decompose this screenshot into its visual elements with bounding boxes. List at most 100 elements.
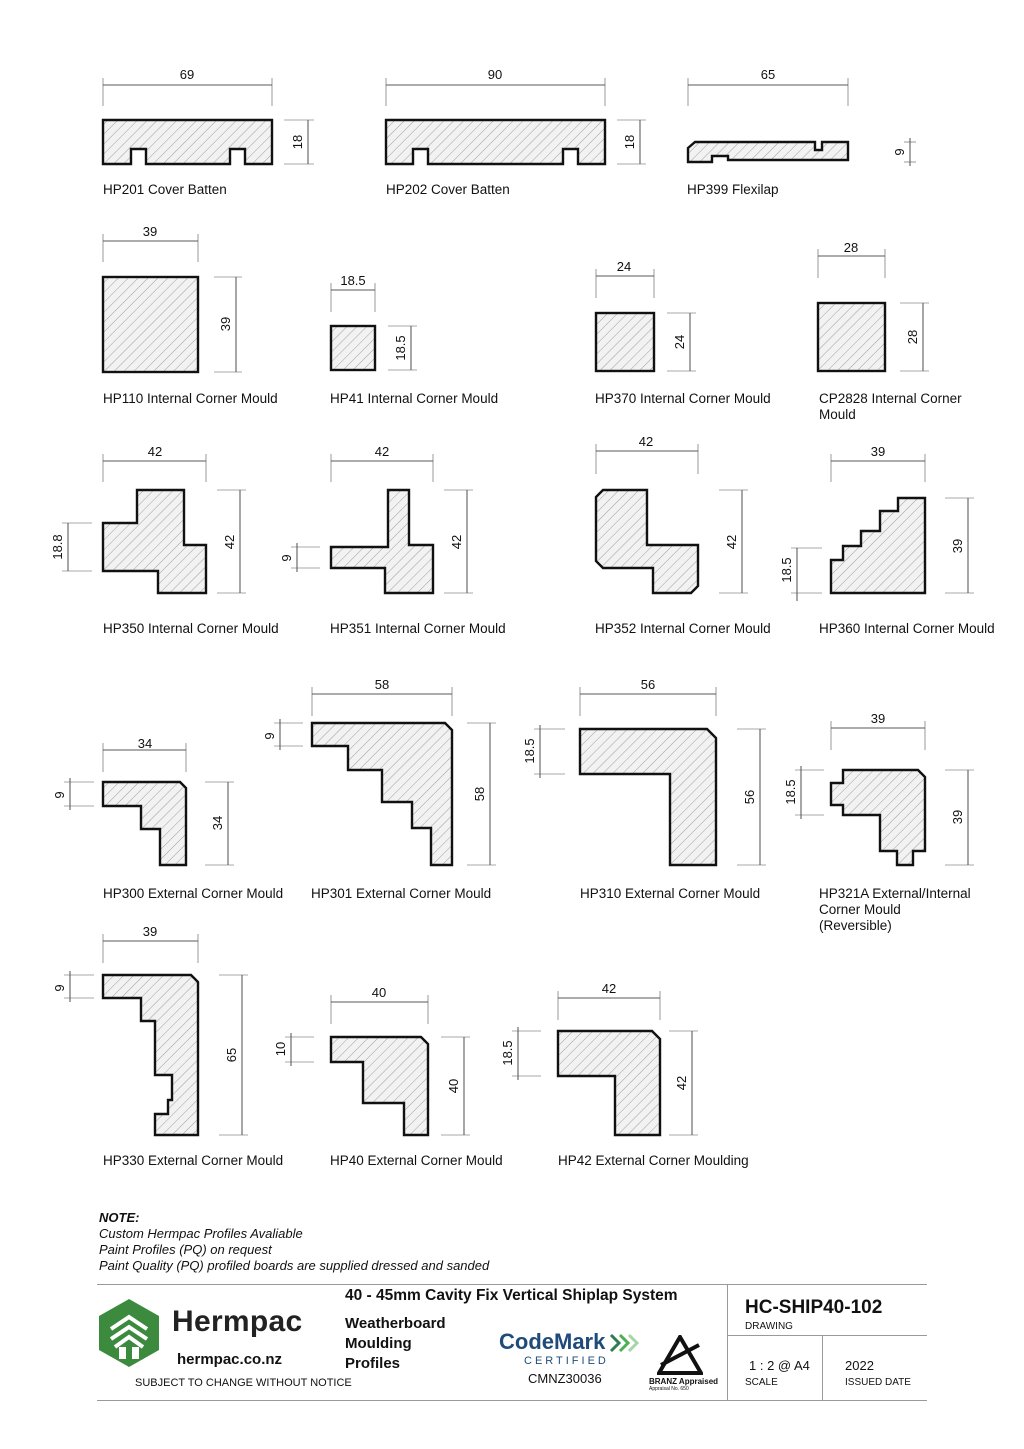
title-block-divider <box>727 1285 728 1400</box>
dim-width-hp330: 39 <box>143 924 157 939</box>
profile-label-hp360: HP360 Internal Corner Mould <box>819 621 995 636</box>
profile-shape-hp352 <box>594 488 700 595</box>
dim-height-cp2828: 28 <box>905 330 920 344</box>
issued-date-label: ISSUED DATE <box>845 1377 911 1388</box>
dim-width-hp310: 56 <box>641 677 655 692</box>
note-line: Paint Quality (PQ) profiled boards are s… <box>99 1258 490 1273</box>
scale-value: 1 : 2 @ A4 <box>749 1358 810 1373</box>
dim-width-cp2828: 28 <box>844 240 858 255</box>
dim-width-hp42: 42 <box>602 981 616 996</box>
profile-shape-hp370 <box>594 311 656 373</box>
drawing-label: DRAWING <box>745 1321 793 1332</box>
issued-date-value: 2022 <box>845 1358 874 1373</box>
codemark-chevrons-icon <box>609 1333 639 1353</box>
profile-shape-hp41 <box>329 324 377 372</box>
dim-width-hp41: 18.5 <box>340 273 365 288</box>
dim-width-hp110: 39 <box>143 224 157 239</box>
branz-logo-icon <box>657 1335 703 1375</box>
profile-label-hp351: HP351 Internal Corner Mould <box>330 621 506 636</box>
profile-label-cp2828: CP2828 Internal Corner <box>819 391 962 406</box>
codemark-logo: CodeMark <box>499 1329 606 1354</box>
dim-height-hp351: 42 <box>449 535 464 549</box>
dim-flange-hp321a: 18.5 <box>783 779 798 804</box>
dim-flange-hp310: 18.5 <box>522 738 537 763</box>
dim-flange-hp330: 9 <box>52 984 67 991</box>
system-title: 40 - 45mm Cavity Fix Vertical Shiplap Sy… <box>345 1287 678 1304</box>
profile-hp310: 56 56 18.5 HP310 External Corner Mould <box>522 677 766 901</box>
dim-width-hp351: 42 <box>375 444 389 459</box>
dim-flange-hp350: 18.8 <box>50 534 65 559</box>
dim-width-hp350: 42 <box>148 444 162 459</box>
profile-hp351: 42 42 9 HP351 Internal Corner Mould <box>279 444 506 636</box>
dim-width-hp300: 34 <box>138 736 152 751</box>
profile-hp301: 58 58 9 HP301 External Corner Mould <box>262 677 496 901</box>
profile-shape-hp300 <box>101 780 188 867</box>
dim-height-hp321a: 39 <box>950 810 965 824</box>
profile-label-hp301: HP301 External Corner Mould <box>311 886 491 901</box>
profile-label-hp300: HP300 External Corner Mould <box>103 886 283 901</box>
brand-url[interactable]: hermpac.co.nz <box>177 1351 283 1368</box>
profile-label-hp352: HP352 Internal Corner Mould <box>595 621 771 636</box>
profile-hp321a: 39 39 18.5 HP321A External/Internal Corn… <box>783 711 974 933</box>
dim-flange-hp42: 18.5 <box>500 1040 515 1065</box>
profile-hp399: 65 9 HP399 Flexilap <box>686 67 916 197</box>
dim-flange-hp360: 18.5 <box>779 557 794 582</box>
profile-shape-hp301 <box>310 721 454 867</box>
branz-appraised: BRANZ Appraised <box>649 1377 719 1386</box>
dim-flange-hp351: 9 <box>279 554 294 561</box>
profile-label-hp40: HP40 External Corner Mould <box>330 1153 503 1168</box>
dim-height-hp352: 42 <box>724 535 739 549</box>
profile-hp201: 69 18 HP201 Cover Batten <box>101 67 314 197</box>
profile-label-hp321a-line2: Corner Mould <box>819 902 901 917</box>
profile-shape-hp40 <box>329 1035 430 1137</box>
profile-hp330: 39 65 9 HP330 External Corner Mould <box>52 924 283 1168</box>
subtitle-line-2: Moulding <box>345 1335 412 1352</box>
dim-height-hp370: 24 <box>672 335 687 349</box>
profile-cp2828: 28 28 CP2828 Internal Corner Mould <box>816 240 962 422</box>
profile-hp360: 39 39 18.5 HP360 Internal Corner Mould <box>779 444 995 636</box>
profile-hp350: 42 42 18.8 HP350 Internal Corner Mould <box>50 444 279 636</box>
codemark-certified: CERTIFIED <box>524 1355 609 1367</box>
profile-shape-hp42 <box>556 1029 662 1137</box>
profile-hp110: 39 39 HP110 Internal Corner Mould <box>101 224 278 406</box>
profile-label-hp321a-line3: (Reversible) <box>819 918 892 933</box>
profile-label-hp41: HP41 Internal Corner Mould <box>330 391 498 406</box>
dim-width-hp202: 90 <box>488 67 502 82</box>
title-block: Hermpac hermpac.co.nz SUBJECT TO CHANGE … <box>97 1284 927 1401</box>
dim-height-hp310: 56 <box>742 790 757 804</box>
dim-width-hp399: 65 <box>761 67 775 82</box>
profile-hp41: 18.5 18.5 HP41 Internal Corner Mould <box>329 273 498 406</box>
profile-label-hp399: HP399 Flexilap <box>687 182 779 197</box>
brand-name: Hermpac <box>172 1305 303 1338</box>
profile-label-hp201: HP201 Cover Batten <box>103 182 227 197</box>
profile-label-hp202: HP202 Cover Batten <box>386 182 510 197</box>
profile-hp202: 90 18 HP202 Cover Batten <box>384 67 646 197</box>
dim-width-hp201: 69 <box>180 67 194 82</box>
dim-height-hp301: 58 <box>472 787 487 801</box>
notes-block: NOTE: Custom Hermpac Profiles Avaliable … <box>99 1210 489 1274</box>
profile-label-hp350: HP350 Internal Corner Mould <box>103 621 279 636</box>
profile-shape-hp330 <box>101 973 200 1137</box>
title-block-divider <box>727 1335 927 1336</box>
profile-shape-hp350 <box>101 488 208 595</box>
profile-shape-hp360 <box>829 496 927 595</box>
profile-shape-hp110 <box>101 275 200 374</box>
profile-label-hp370: HP370 Internal Corner Mould <box>595 391 771 406</box>
profile-label-hp330: HP330 External Corner Mould <box>103 1153 283 1168</box>
scale-label: SCALE <box>745 1377 778 1388</box>
drawing-subtitle: Weatherboard Moulding Profiles <box>345 1314 446 1374</box>
dim-height-hp350: 42 <box>222 535 237 549</box>
dim-width-hp321a: 39 <box>871 711 885 726</box>
dim-flange-hp40: 10 <box>273 1042 288 1056</box>
profile-label-hp42: HP42 External Corner Moulding <box>558 1153 749 1168</box>
dim-height-hp40: 40 <box>446 1079 461 1093</box>
profile-shape-cp2828 <box>816 301 887 373</box>
dim-height-hp110: 39 <box>218 317 233 331</box>
profile-shape-hp351 <box>329 488 435 595</box>
profile-hp370: 24 24 HP370 Internal Corner Mould <box>594 259 771 406</box>
profile-shape-hp321a <box>829 768 927 867</box>
profile-shape-hp399 <box>686 140 850 164</box>
certificate-number: CMNZ30036 <box>528 1371 602 1386</box>
dim-flange-hp301: 9 <box>262 732 277 739</box>
dim-height-hp399: 9 <box>892 148 907 155</box>
